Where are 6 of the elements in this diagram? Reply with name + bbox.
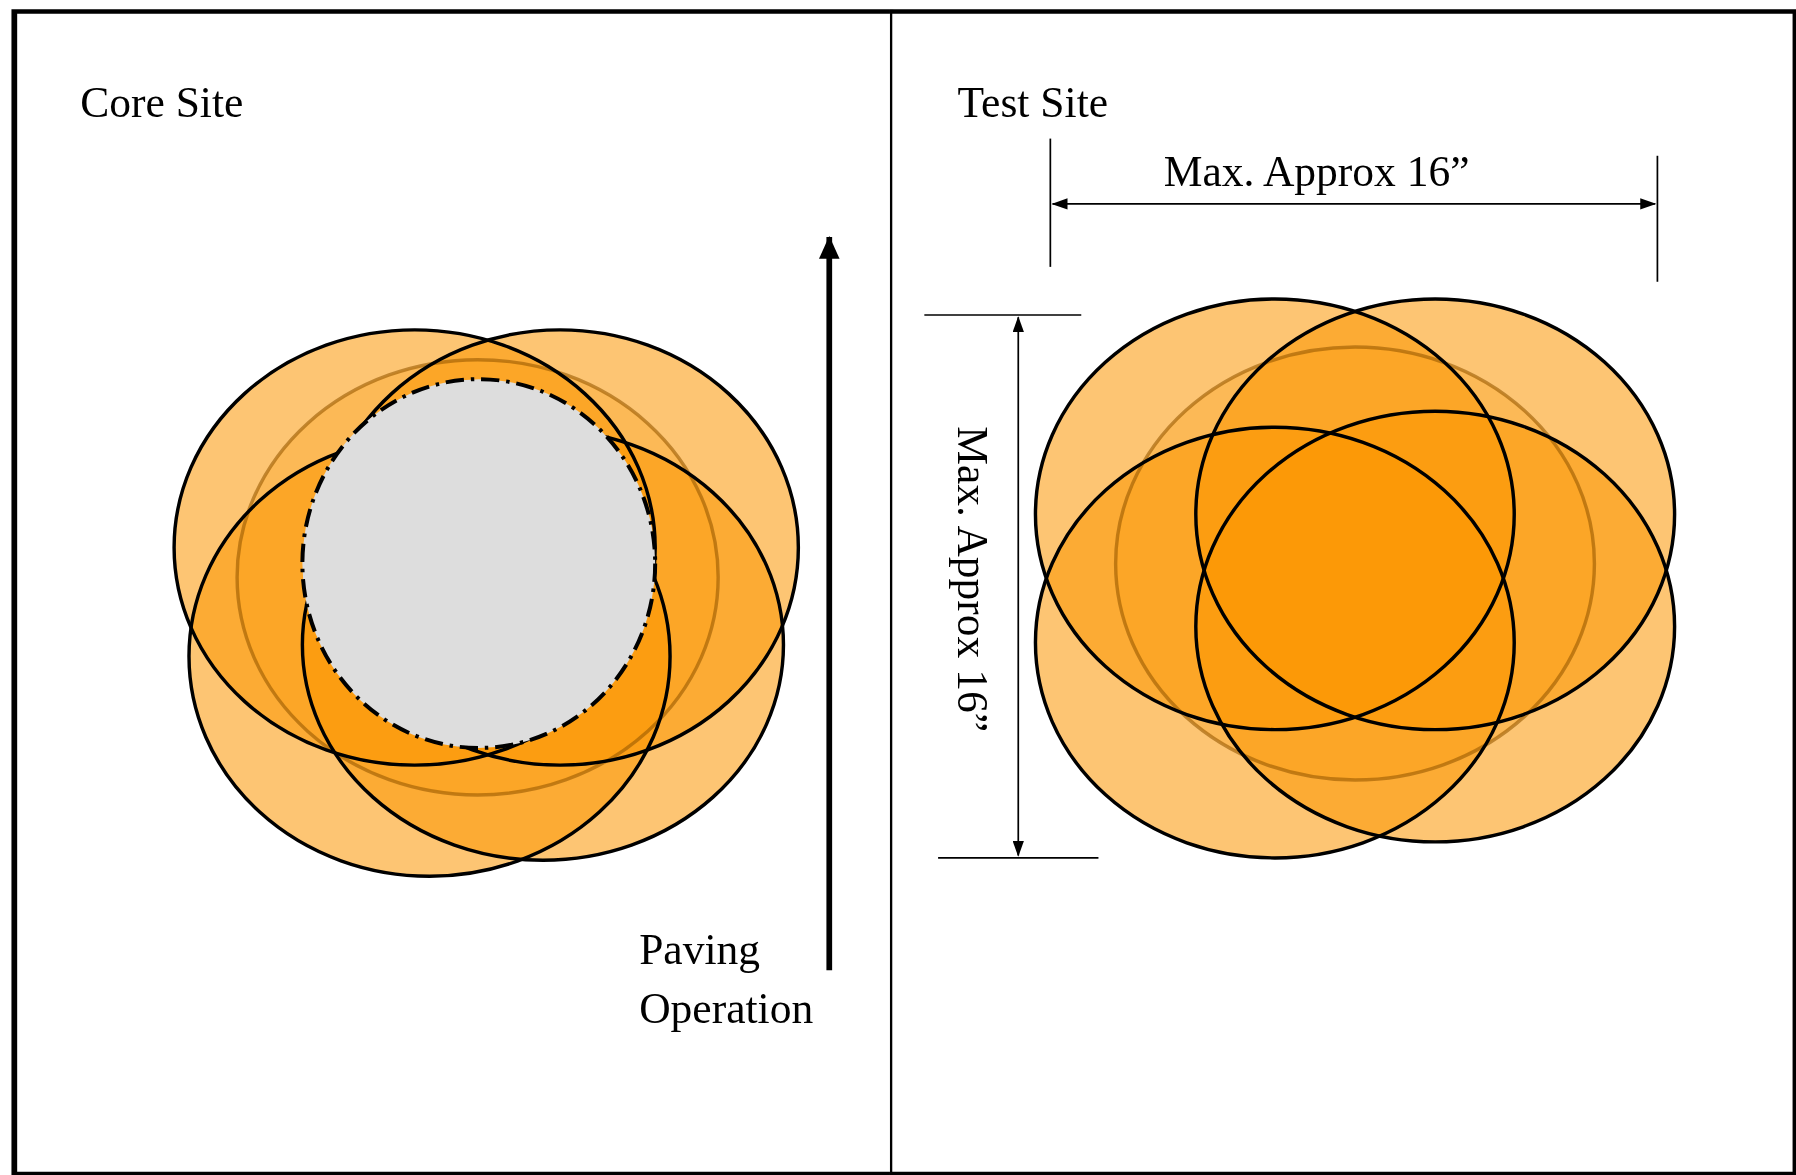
direction-label: Paving Operation bbox=[639, 924, 815, 1035]
panel-heading: Core Site bbox=[80, 80, 244, 124]
dimension-label: Max. Approx 16” bbox=[947, 425, 998, 732]
dimension-label: Max. Approx 16” bbox=[1163, 145, 1470, 197]
site-panel bbox=[890, 9, 1796, 1175]
panel-heading: Test Site bbox=[957, 80, 1109, 124]
